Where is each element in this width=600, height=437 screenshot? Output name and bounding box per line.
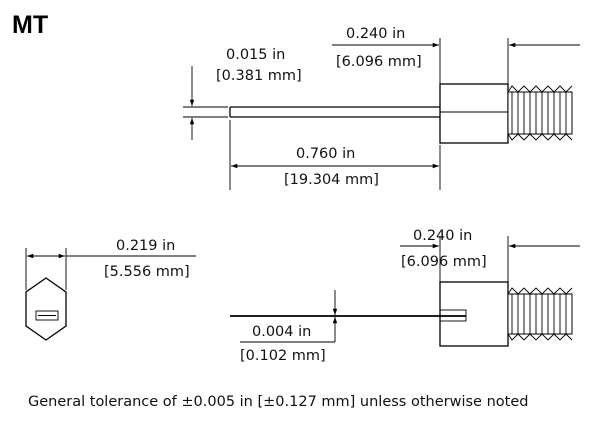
dim-length-mm: [19.304 mm]	[284, 172, 379, 188]
side-slot	[439, 309, 467, 322]
dim-endwidth-mm: [5.556 mm]	[104, 264, 190, 280]
side-body	[439, 281, 509, 347]
dim-sidethick-in: 0.004 in	[252, 324, 311, 340]
top-view: 0.015 in [0.381 mm] 0.240 in [6.096 mm] …	[183, 26, 580, 190]
dim-sidebody-mm: [6.096 mm]	[401, 254, 487, 270]
top-body	[439, 83, 509, 144]
drawing-title: MT	[12, 11, 48, 39]
end-view: 0.219 in [5.556 mm]	[25, 238, 196, 341]
dim-thickness-mm: [0.381 mm]	[216, 68, 302, 84]
dim-thickness-in: 0.015 in	[226, 47, 285, 63]
dim-length-in: 0.760 in	[296, 146, 355, 162]
dim-bodywidth-mm: [6.096 mm]	[336, 54, 422, 70]
dim-bodywidth-in: 0.240 in	[346, 26, 405, 42]
dim-sidethick-mm: [0.102 mm]	[240, 348, 326, 364]
side-view: 0.240 in [6.096 mm] 0.004 in [0.102 mm]	[230, 228, 580, 364]
end-hexagon	[25, 277, 67, 341]
end-slot-outer	[35, 310, 59, 321]
side-thread	[507, 287, 573, 341]
dim-sidebody-in: 0.240 in	[413, 228, 472, 244]
dim-endwidth-in: 0.219 in	[116, 238, 175, 254]
tolerance-note: General tolerance of ±0.005 in [±0.127 m…	[28, 394, 528, 410]
top-thread	[507, 85, 573, 141]
